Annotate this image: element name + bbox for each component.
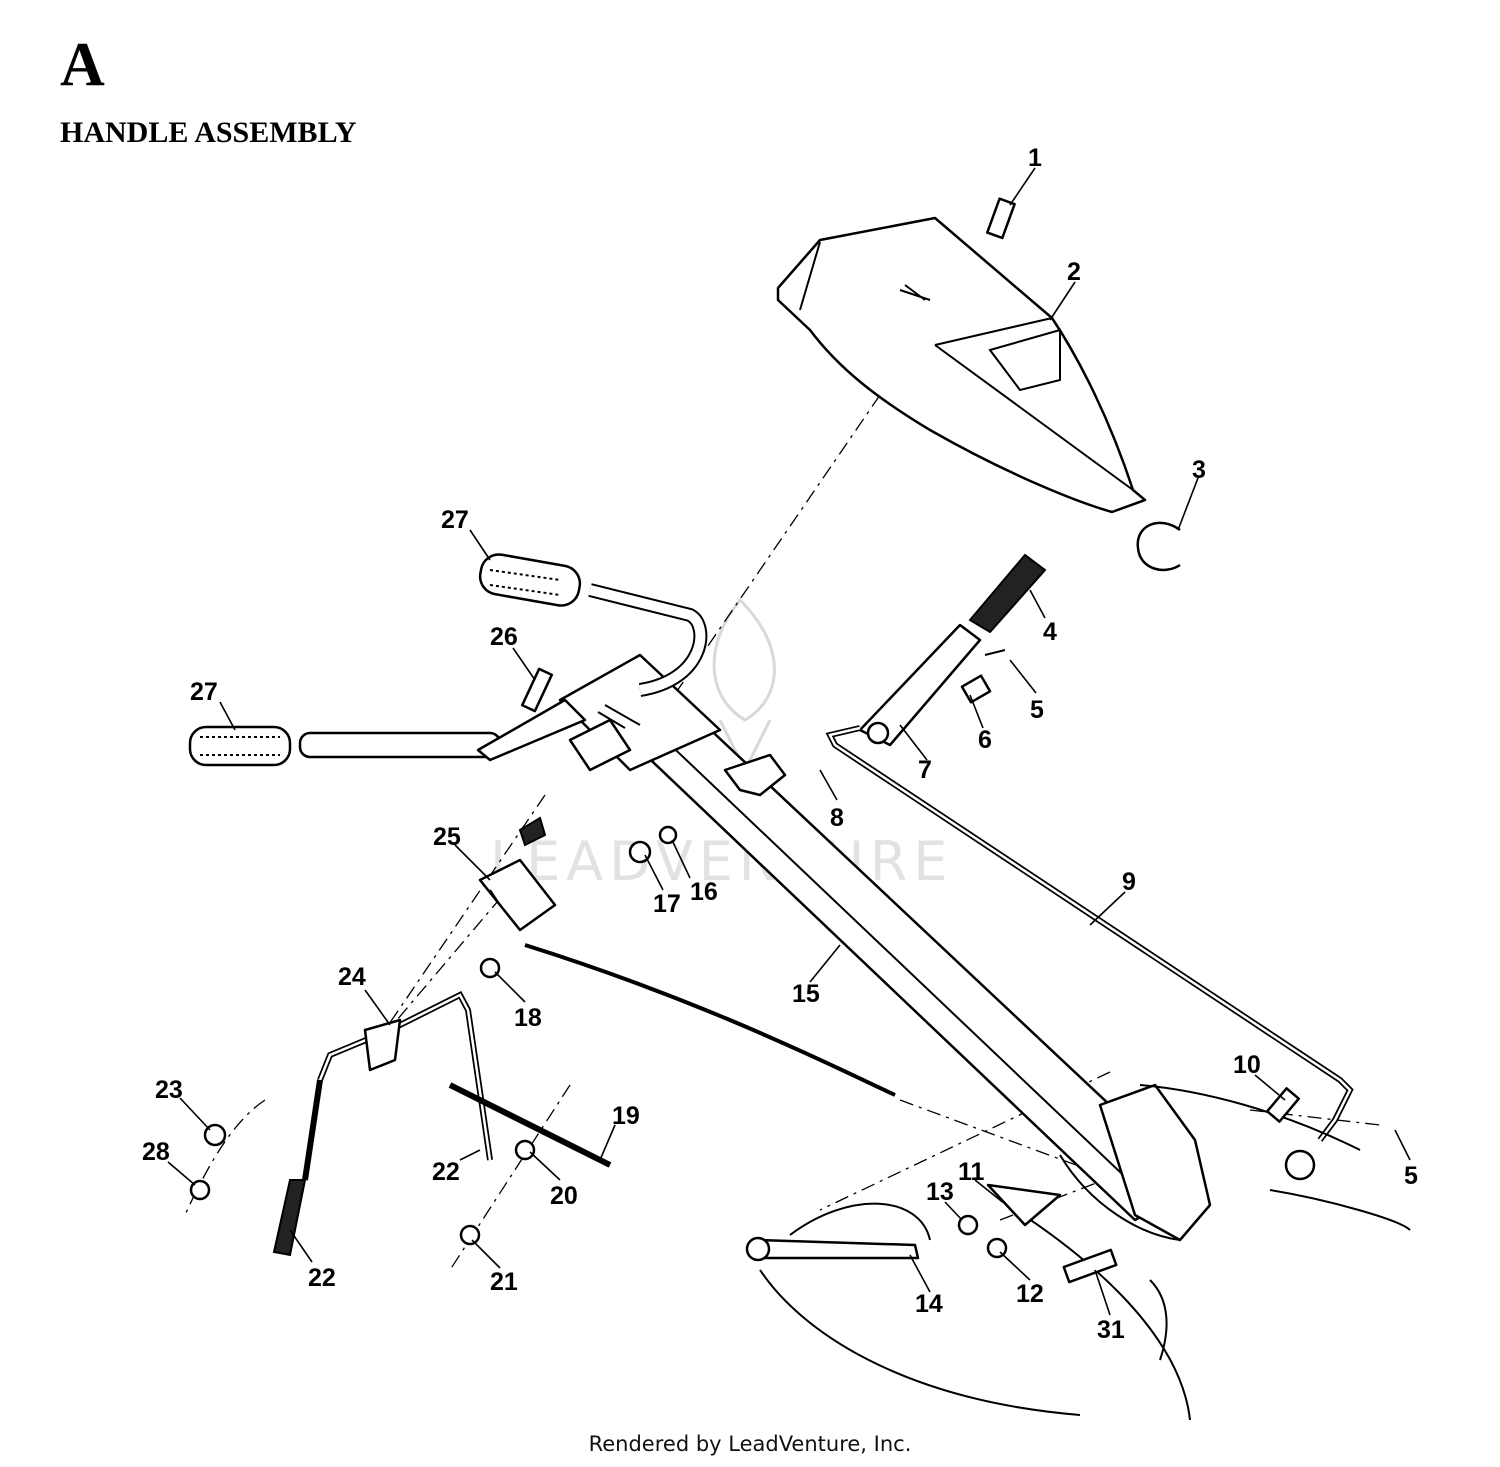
callout-26: 26 (490, 623, 518, 651)
part-7-lever (858, 623, 982, 747)
part-14-depth-bar (745, 1202, 931, 1262)
callout-10: 10 (1233, 1051, 1261, 1079)
part-27-handlebar (298, 583, 708, 762)
handle-bracket (558, 653, 722, 772)
callout-4: 4 (1043, 618, 1057, 646)
throttle-cable (524, 943, 896, 1097)
callout-7: 7 (918, 756, 932, 784)
callout-17: 17 (653, 890, 681, 918)
part-10-bolt (1265, 1087, 1316, 1181)
part-8-bracket (723, 753, 787, 797)
callout-8: 8 (830, 804, 844, 832)
part-4-lever-grip (968, 553, 1047, 634)
callout-3: 3 (1192, 456, 1206, 484)
callout-20: 20 (550, 1182, 578, 1210)
callout-5: 5 (1030, 696, 1044, 724)
callout-23: 23 (155, 1076, 183, 1104)
callout-15: 15 (792, 980, 820, 1008)
callout-27a: 27 (441, 506, 469, 534)
callout-13: 13 (926, 1178, 954, 1206)
callout-14: 14 (915, 1290, 943, 1318)
callout-6: 6 (978, 726, 992, 754)
part-9-shift-rod (825, 725, 1354, 1142)
part-2-shield (776, 216, 1147, 514)
callout-21: 21 (490, 1268, 518, 1296)
callout-leaders (167, 167, 1411, 1316)
part-5-6-hardware (960, 649, 1006, 704)
callouts: 1 2 3 4 5 6 7 8 9 5 10 11 12 13 14 15 16… (142, 144, 1418, 1344)
callout-31: 31 (1097, 1316, 1125, 1344)
callout-22a: 22 (432, 1158, 460, 1186)
part-23-28-fasteners (189, 1123, 536, 1246)
callout-24: 24 (338, 963, 366, 991)
callout-12: 12 (1016, 1280, 1044, 1308)
callout-28: 28 (142, 1138, 170, 1166)
part-1-screw (986, 197, 1016, 240)
part-19-spring (448, 1082, 612, 1168)
part-26-bolt (520, 667, 554, 713)
watermark-text: LEADVENTURE (490, 830, 953, 893)
callout-16: 16 (690, 878, 718, 906)
callout-9: 9 (1122, 868, 1136, 896)
callout-19: 19 (612, 1102, 640, 1130)
part-22-grip (272, 1179, 307, 1257)
part-27-grip-lower (188, 725, 292, 767)
parts-diagram: LEADVENTURE (142, 144, 1418, 1420)
part-11-12-13-hardware (957, 1183, 1062, 1259)
callout-25: 25 (433, 823, 461, 851)
part-24-bail (302, 991, 493, 1181)
section-title: HANDLE ASSEMBLY (60, 116, 357, 149)
callout-5b: 5 (1404, 1162, 1418, 1190)
callout-27b: 27 (190, 678, 218, 706)
callout-18: 18 (514, 1004, 542, 1032)
callout-22b: 22 (308, 1264, 336, 1292)
part-3-ring (1136, 521, 1181, 572)
part-16-17-nuts (628, 825, 678, 864)
callout-2: 2 (1067, 258, 1081, 286)
part-27-grip-upper (478, 553, 582, 607)
section-letter: A (60, 31, 105, 99)
part-25-bracket (478, 816, 557, 932)
footer-credit: Rendered by LeadVenture, Inc. (588, 1432, 912, 1456)
callout-11: 11 (958, 1158, 985, 1186)
callout-1: 1 (1028, 144, 1042, 172)
part-31-housing (759, 1083, 1411, 1420)
